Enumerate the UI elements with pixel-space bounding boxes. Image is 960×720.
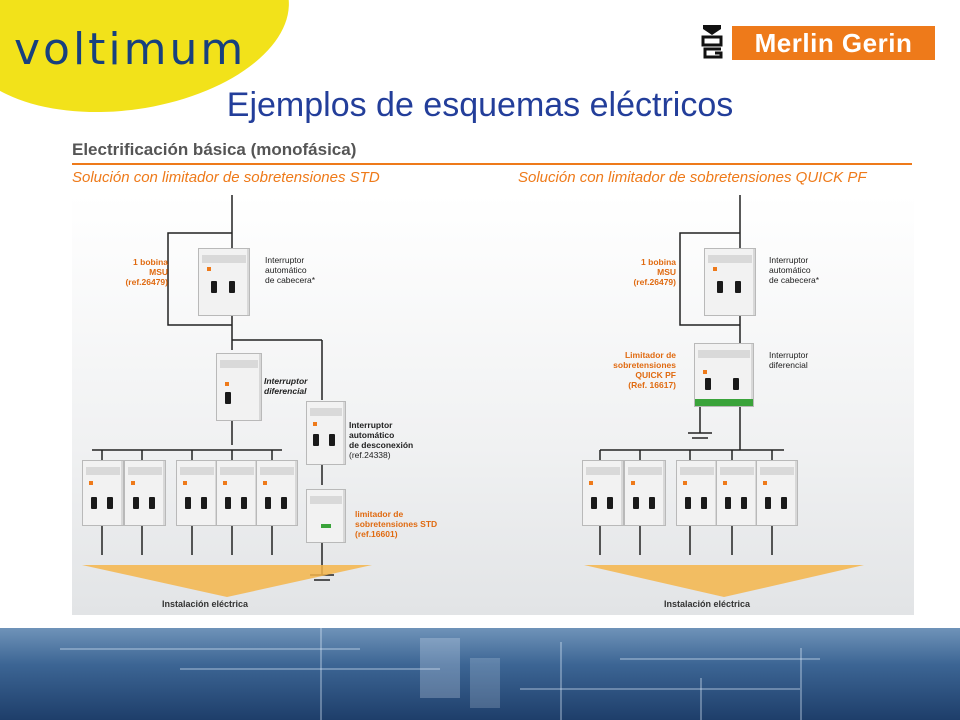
- circuit-breaker: [756, 460, 798, 526]
- main-breaker: [198, 248, 250, 316]
- surge-limiter-std: [306, 489, 346, 543]
- circuit-breaker: [82, 460, 124, 526]
- circuit-breaker: [624, 460, 666, 526]
- wiring-quickpf: [584, 195, 864, 597]
- footer-circuit-band: [0, 628, 960, 720]
- label-installation: Instalación eléctrica: [664, 599, 751, 609]
- surge-limiter-quickpf: [694, 343, 754, 407]
- voltimum-logo: voltimum: [14, 24, 247, 75]
- section-divider: [72, 163, 912, 165]
- label-installation: Instalación eléctrica: [162, 599, 249, 609]
- wiring-std: [82, 195, 372, 597]
- section-subtitle: Electrificación básica (monofásica): [72, 140, 357, 159]
- merlin-gerin-brand: Merlin Gerin: [732, 26, 935, 60]
- panel-heading-std: Solución con limitador de sobretensiones…: [72, 169, 380, 186]
- circuit-breaker: [124, 460, 166, 526]
- circuit-breaker: [176, 460, 218, 526]
- circuit-breaker: [716, 460, 758, 526]
- disconnect-breaker: [306, 401, 346, 465]
- differential-switch: [216, 353, 262, 421]
- main-breaker: [704, 248, 756, 316]
- circuit-breaker: [256, 460, 298, 526]
- circuit-breaker: [216, 460, 258, 526]
- circuit-breaker: [582, 460, 624, 526]
- circuit-breaker: [676, 460, 718, 526]
- merlin-gerin-emblem-icon: [700, 22, 724, 60]
- panel-heading-quickpf: Solución con limitador de sobretensiones…: [518, 169, 867, 186]
- page-title: Ejemplos de esquemas eléctricos: [226, 86, 734, 124]
